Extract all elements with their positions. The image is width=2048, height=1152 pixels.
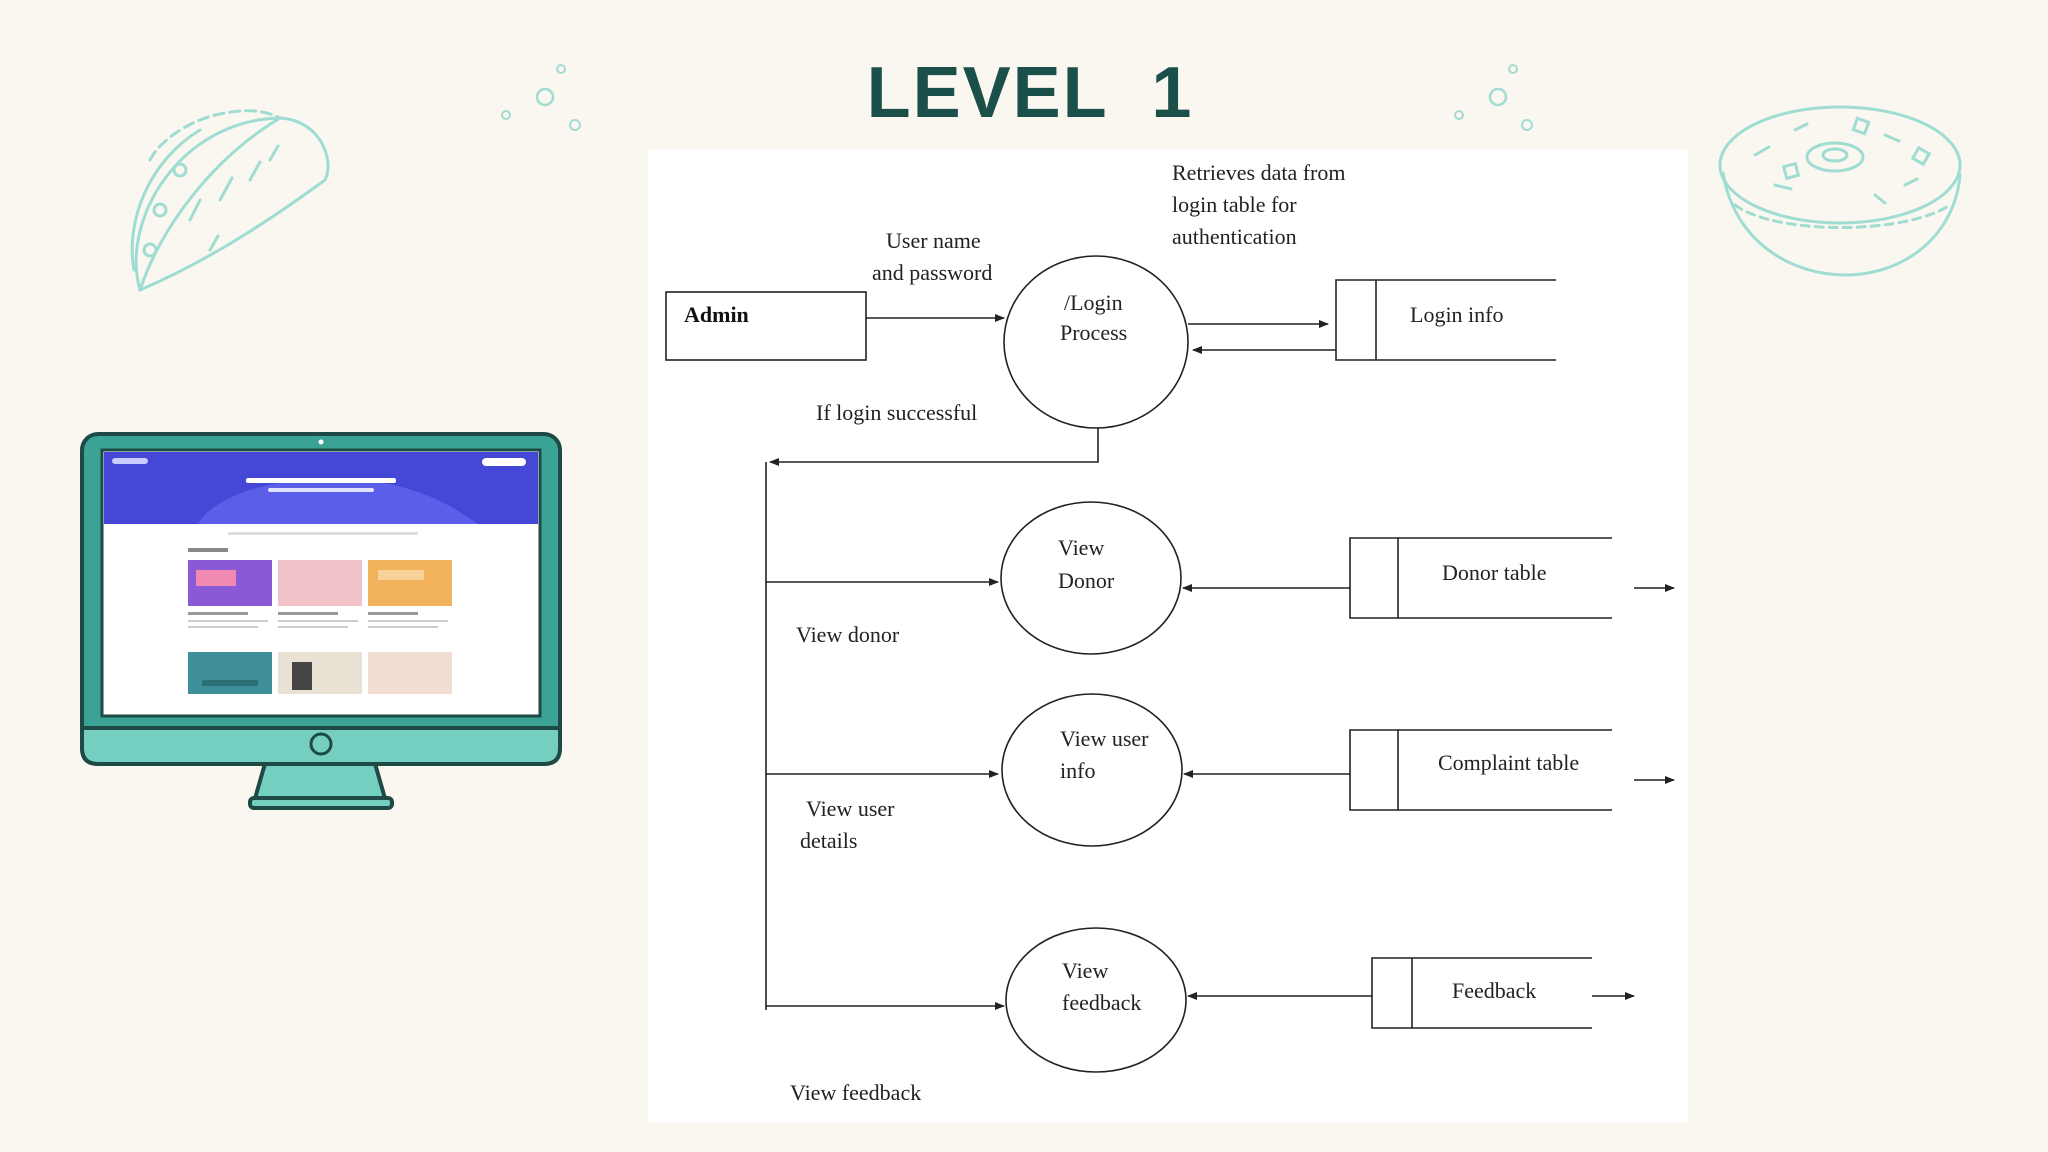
- dfd-canvas: Admin /Login Process View Donor View use…: [665, 160, 1675, 1105]
- label-view-user-details-1: View user: [806, 796, 895, 821]
- process-login: /Login Process: [1003, 255, 1189, 429]
- process-view-user-info: View user info: [1001, 693, 1183, 847]
- admin-label: Admin: [684, 302, 749, 327]
- process-view-donor-line2: Donor: [1058, 568, 1115, 593]
- label-view-donor: View donor: [796, 622, 900, 647]
- label-if-login: If login successful: [816, 400, 977, 425]
- flow-lines: [765, 314, 1675, 1010]
- label-view-user-details-2: details: [800, 828, 857, 853]
- label-user-name-2: and password: [872, 260, 992, 285]
- bowl-doodle-icon: [1718, 105, 1962, 277]
- process-view-feedback-line2: feedback: [1062, 990, 1141, 1015]
- label-view-feedback: View feedback: [790, 1080, 921, 1105]
- admin-entity: Admin: [665, 291, 867, 361]
- label-retrieves-1: Retrieves data from: [1172, 160, 1346, 185]
- store-donor-table-label: Donor table: [1442, 560, 1546, 585]
- process-view-user-info-line2: info: [1060, 758, 1095, 783]
- label-retrieves-3: authentication: [1172, 224, 1297, 249]
- taco-doodle-icon: [130, 109, 330, 293]
- bubbles-icon-right: [1454, 64, 1533, 131]
- process-login-line1: /Login: [1064, 290, 1123, 315]
- flow-login-success: [769, 428, 1099, 466]
- store-feedback: Feedback: [1371, 957, 1592, 1029]
- process-view-donor-line1: View: [1058, 535, 1104, 560]
- process-view-feedback: View feedback: [1005, 927, 1187, 1073]
- process-view-user-info-line1: View user: [1060, 726, 1149, 751]
- slide-title: LEVEL 1: [866, 53, 1194, 133]
- store-login-info: Login info: [1335, 279, 1556, 361]
- label-user-name-1: User name: [886, 228, 981, 253]
- process-login-line2: Process: [1060, 320, 1127, 345]
- process-view-feedback-line1: View: [1062, 958, 1108, 983]
- label-retrieves-2: login table for: [1172, 192, 1297, 217]
- store-complaint-table-label: Complaint table: [1438, 750, 1579, 775]
- data-flow-diagram: Admin /Login Process View Donor View use…: [648, 150, 1688, 1122]
- process-view-donor: View Donor: [1000, 501, 1182, 655]
- store-donor-table: Donor table: [1349, 537, 1612, 619]
- store-login-info-label: Login info: [1410, 302, 1504, 327]
- store-complaint-table: Complaint table: [1349, 729, 1612, 811]
- bubbles-icon-left: [501, 64, 581, 131]
- monitor-icon: [80, 432, 562, 810]
- store-feedback-label: Feedback: [1452, 978, 1536, 1003]
